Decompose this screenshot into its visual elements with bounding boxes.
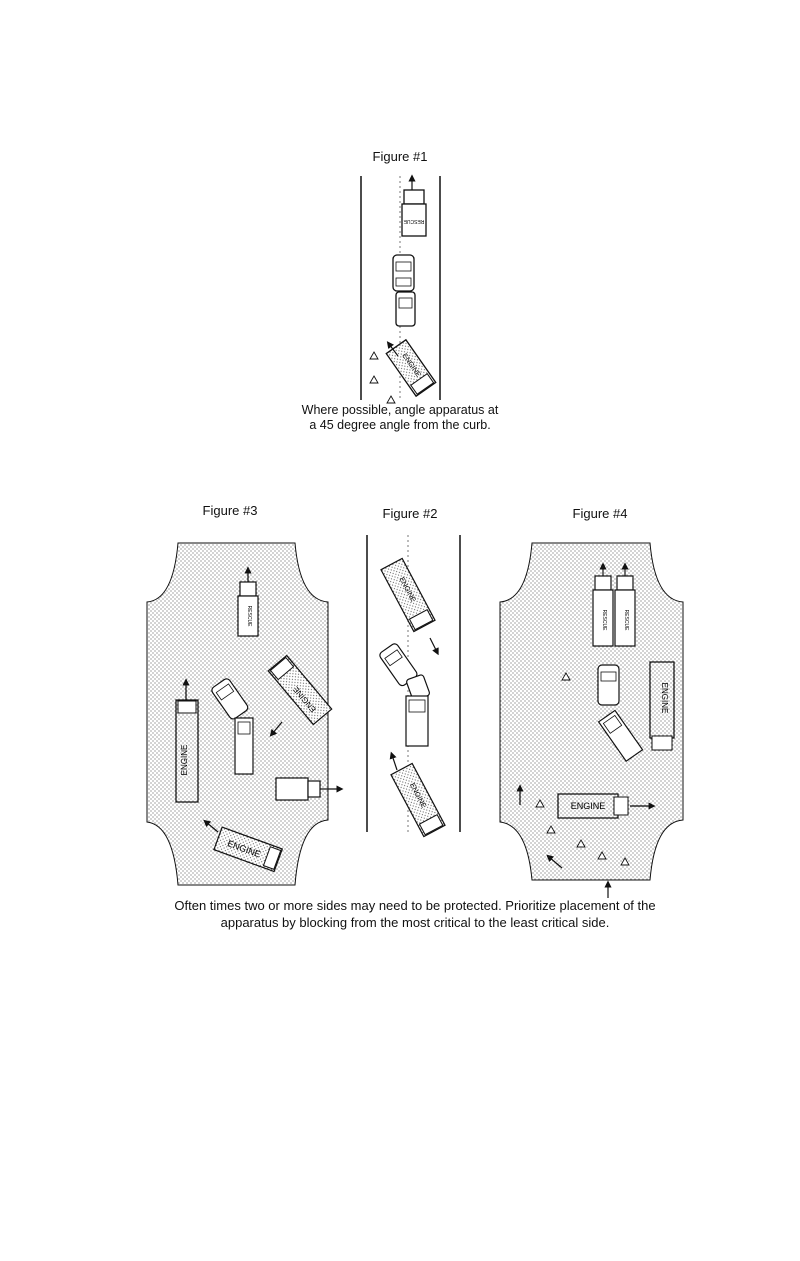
- figure-1-title: Figure #1: [372, 149, 428, 164]
- rescue-label: RESCUE: [601, 610, 607, 632]
- figure-4-diagram: RESCUE RESCUE ENGINE ENGINE: [499, 542, 684, 898]
- bottom-caption: Often times two or more sides may need t…: [150, 897, 680, 931]
- engine-truck-top: ENGINE: [380, 557, 436, 633]
- rescue-truck-2: RESCUE: [614, 562, 636, 647]
- rescue-label: RESCUE: [403, 218, 425, 224]
- engine-truck-bottom: ENGINE: [213, 826, 284, 873]
- engine-label: ENGINE: [660, 683, 669, 714]
- engine-truck-bottom: ENGINE: [390, 762, 446, 838]
- traffic-cones: [369, 351, 396, 404]
- bottom-caption-line1: Often times two or more sides may need t…: [174, 898, 656, 913]
- engine-label: ENGINE: [180, 745, 189, 776]
- figure-1-diagram: RESCUE ENGINE: [360, 174, 441, 404]
- crashed-vehicles: [597, 664, 644, 763]
- engine-truck-left: ENGINE: [175, 678, 199, 803]
- bottom-caption-line2: apparatus by blocking from the most crit…: [220, 915, 610, 930]
- crashed-vehicles: [379, 643, 431, 747]
- intersection-pavement: [499, 542, 684, 881]
- crashed-vehicles: [392, 254, 416, 327]
- figure-1-caption-line2: a 45 degree angle from the curb.: [309, 418, 491, 432]
- figure-3-title: Figure #3: [202, 503, 258, 518]
- engine-truck: ENGINE: [385, 338, 437, 398]
- rescue-truck: RESCUE: [237, 566, 259, 637]
- rescue-truck-small: [275, 777, 344, 801]
- engine-truck-bottom: ENGINE: [557, 793, 656, 819]
- figure-2-diagram: ENGINE ENGINE: [366, 535, 461, 838]
- crashed-vehicles: [211, 678, 254, 775]
- engine-label: ENGINE: [571, 801, 606, 811]
- figure-2-title: Figure #2: [382, 506, 438, 521]
- figure-4-title: Figure #4: [572, 506, 628, 521]
- rescue-truck: RESCUE: [401, 174, 427, 237]
- rescue-truck-1: RESCUE: [592, 562, 614, 647]
- engine-truck-right: ENGINE: [267, 654, 333, 726]
- figure-1-caption: Where possible, angle apparatus at a 45 …: [270, 403, 530, 433]
- figure-1-caption-line1: Where possible, angle apparatus at: [301, 403, 499, 417]
- rescue-label: RESCUE: [623, 610, 629, 632]
- traffic-cones: [535, 672, 630, 866]
- figure-3-diagram: RESCUE ENGINE ENGINE ENGINE: [146, 542, 344, 886]
- rescue-label: RESCUE: [246, 606, 252, 628]
- engine-truck-right: ENGINE: [649, 661, 675, 751]
